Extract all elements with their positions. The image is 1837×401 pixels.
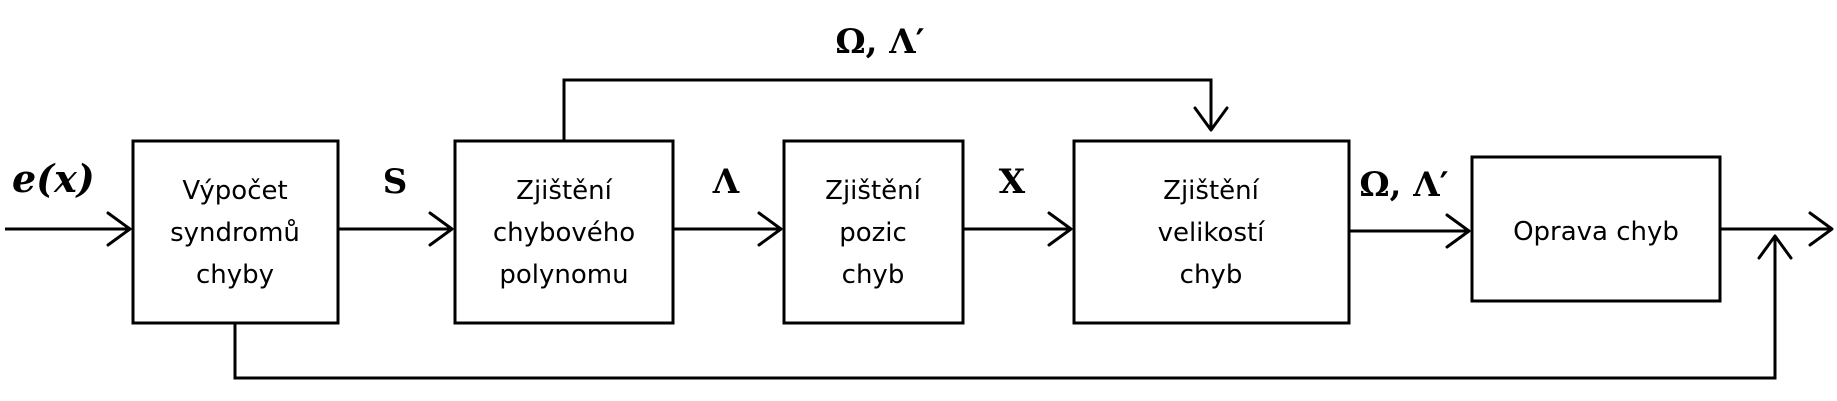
block-error-magnitudes-line-2: velikostí xyxy=(1158,218,1266,248)
block-error-positions-line-3: chyb xyxy=(842,260,905,290)
arrow-x xyxy=(963,211,1073,247)
signal-lambda-label: Λ xyxy=(712,162,740,202)
block-error-polynomial-line-3: polynomu xyxy=(499,260,628,290)
arrow-lambda xyxy=(673,211,783,247)
block-error-polynomial-line-2: chybového xyxy=(493,218,635,248)
block-error-positions: Zjištění pozic chyb xyxy=(782,139,965,325)
output-arrow xyxy=(1720,211,1834,247)
block-syndrome-line-3: chyby xyxy=(196,260,274,290)
block-error-magnitudes-line-1: Zjištění xyxy=(1163,176,1259,206)
signal-omega-lambda-right-label: Ω, Λ′ xyxy=(1359,165,1448,205)
block-error-polynomial: Zjištění chybového polynomu xyxy=(453,139,675,325)
block-error-positions-line-2: pozic xyxy=(839,218,907,248)
feedback-path-bottom xyxy=(233,234,1793,380)
arrow-omega-lambda xyxy=(1349,213,1471,249)
block-error-correction-line-1: Oprava chyb xyxy=(1513,217,1679,247)
signal-omega-lambda-top-label: Ω, Λ′ xyxy=(835,22,924,62)
block-error-positions-line-1: Zjištění xyxy=(825,176,921,206)
block-error-magnitudes: Zjištění velikostí chyb xyxy=(1072,139,1351,325)
block-syndrome-line-1: Výpočet xyxy=(182,176,287,206)
block-error-correction: Oprava chyb xyxy=(1470,155,1722,303)
input-arrow xyxy=(5,211,132,247)
arrow-s xyxy=(338,211,454,247)
input-label: e(x) xyxy=(12,156,95,201)
signal-s-label: S xyxy=(383,162,408,202)
block-syndrome: Výpočet syndromů chyby xyxy=(131,139,340,325)
block-syndrome-line-2: syndromů xyxy=(170,218,300,248)
block-error-polynomial-line-1: Zjištění xyxy=(516,176,612,206)
feedback-path-top xyxy=(562,78,1229,141)
signal-x-label: X xyxy=(999,162,1026,202)
block-error-magnitudes-line-3: chyb xyxy=(1180,260,1243,290)
